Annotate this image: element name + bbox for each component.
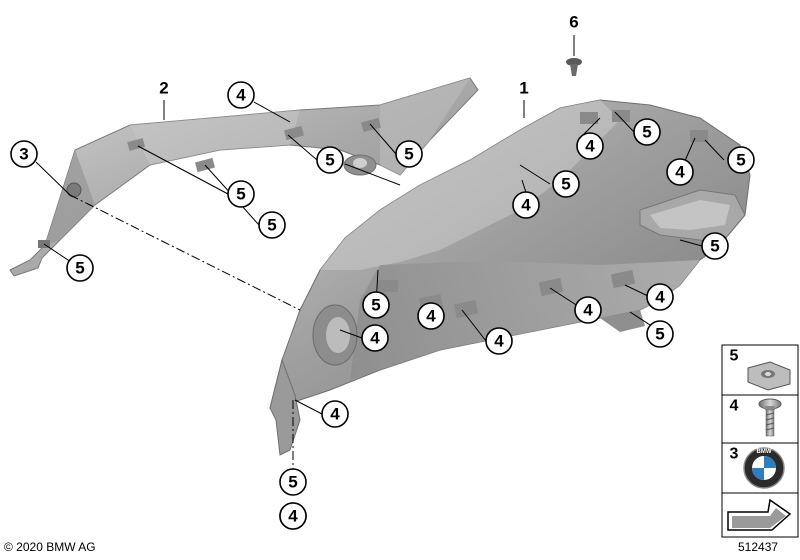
callout-markers: 3 4 5 5 5 5 5 4 5 5 4 5 4 4 5 5 4 4 4 4 … [10, 81, 755, 530]
svg-text:5: 5 [642, 123, 651, 142]
callout-4: 4 [417, 302, 445, 330]
left-side-trim-panel [9, 77, 479, 277]
legend-number-3: 3 [730, 446, 739, 463]
svg-text:5: 5 [561, 175, 570, 194]
svg-text:4: 4 [288, 507, 298, 526]
part-label-2: 2 [159, 79, 168, 98]
callout-5: 5 [227, 180, 255, 208]
svg-text:5: 5 [736, 151, 745, 170]
screw-icon [758, 398, 782, 437]
bmw-emblem-icon: BMW [743, 447, 785, 489]
svg-text:4: 4 [521, 196, 531, 215]
svg-text:5: 5 [404, 145, 413, 164]
svg-text:5: 5 [236, 185, 245, 204]
callout-5: 5 [395, 140, 423, 168]
main-side-panel [269, 99, 751, 456]
callout-5: 5 [633, 118, 661, 146]
legend-number-5: 5 [730, 348, 739, 365]
svg-text:4: 4 [585, 137, 595, 156]
callout-5: 5 [316, 146, 344, 174]
svg-text:5: 5 [325, 151, 334, 170]
callout-4: 4 [321, 400, 349, 428]
copyright-text: © 2020 BMW AG [4, 540, 96, 554]
svg-text:3: 3 [19, 145, 28, 164]
callout-5: 5 [727, 146, 755, 174]
part-label-6: 6 [569, 13, 578, 32]
svg-text:5: 5 [710, 237, 719, 256]
callout-4: 4 [279, 502, 307, 530]
callout-4: 4 [485, 327, 513, 355]
svg-text:5: 5 [267, 216, 276, 235]
svg-text:4: 4 [330, 405, 340, 424]
callout-5: 5 [362, 291, 390, 319]
svg-text:5: 5 [288, 473, 297, 492]
callout-3: 3 [10, 140, 38, 168]
legend-number-4: 4 [730, 398, 739, 415]
callout-5: 5 [701, 232, 729, 260]
callout-4: 4 [512, 191, 540, 219]
svg-text:4: 4 [370, 329, 380, 348]
part-number-labels: 1 2 6 [159, 13, 578, 98]
callout-4: 4 [576, 132, 604, 160]
part-label-1: 1 [519, 79, 528, 98]
svg-text:4: 4 [675, 163, 685, 182]
callout-4: 4 [361, 324, 389, 352]
clip-nut-icon [747, 361, 791, 391]
svg-text:4: 4 [583, 301, 593, 320]
parts-legend: 5 4 3 BMW [721, 344, 799, 538]
callout-5: 5 [258, 211, 286, 239]
svg-text:4: 4 [655, 288, 665, 307]
svg-text:5: 5 [371, 296, 380, 315]
callout-4: 4 [646, 283, 674, 311]
svg-text:BMW: BMW [757, 449, 772, 455]
svg-text:5: 5 [655, 325, 664, 344]
callout-4: 4 [227, 81, 255, 109]
callout-4: 4 [574, 296, 602, 324]
callout-5: 5 [279, 468, 307, 496]
svg-text:4: 4 [426, 307, 436, 326]
callout-5: 5 [646, 320, 674, 348]
svg-text:5: 5 [75, 259, 84, 278]
callout-4: 4 [666, 158, 694, 186]
callout-5: 5 [552, 170, 580, 198]
direction-arrow-icon [727, 498, 792, 531]
callout-5: 5 [66, 254, 94, 282]
svg-text:4: 4 [236, 86, 246, 105]
svg-text:4: 4 [494, 332, 504, 351]
diagram-id-number: 512437 [738, 540, 779, 554]
screw-part-6 [566, 58, 582, 76]
